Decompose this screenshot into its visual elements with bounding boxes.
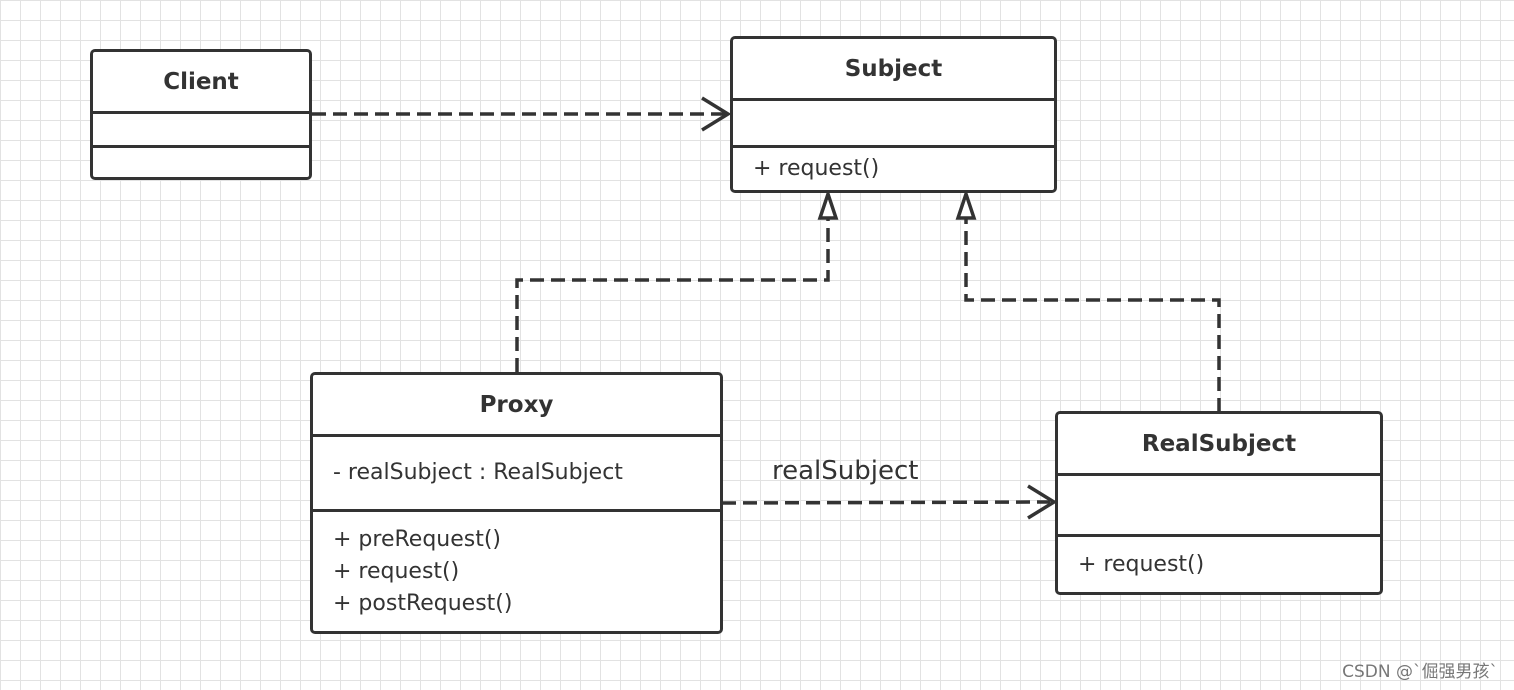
methods-section: + preRequest() + request() + postRequest… — [313, 512, 720, 631]
class-name: Proxy — [313, 375, 720, 437]
methods-section: + request() — [1058, 537, 1380, 592]
class-client[interactable]: Client — [90, 49, 312, 180]
association-label: realSubject — [772, 456, 919, 486]
method: + preRequest() — [333, 526, 502, 552]
method: + request() — [753, 156, 880, 181]
class-name: Client — [93, 52, 309, 114]
attributes-section — [733, 101, 1054, 148]
methods-section — [93, 148, 309, 177]
attributes-section — [93, 114, 309, 148]
realsubject-subject-realization-line — [964, 218, 1221, 412]
class-subject[interactable]: Subject + request() — [730, 36, 1057, 193]
class-name: Subject — [733, 39, 1054, 101]
association-open-arrowhead — [1027, 484, 1058, 520]
attribute: - realSubject : RealSubject — [333, 460, 623, 485]
dependency-open-arrowhead — [701, 96, 732, 132]
class-name: RealSubject — [1058, 414, 1380, 476]
watermark: CSDN @`倔强男孩` — [1342, 662, 1498, 682]
methods-section: + request() — [733, 148, 1054, 190]
proxy-subject-realization-line — [515, 218, 830, 372]
class-realsubject[interactable]: RealSubject + request() — [1055, 411, 1383, 595]
realsubject-realization-triangle — [955, 188, 977, 220]
proxy-realsubject-association-line — [721, 500, 1051, 505]
method: + request() — [333, 558, 460, 584]
attributes-section: - realSubject : RealSubject — [313, 437, 720, 512]
attributes-section — [1058, 476, 1380, 537]
method: + postRequest() — [333, 590, 513, 616]
method: + request() — [1078, 551, 1205, 577]
class-proxy[interactable]: Proxy - realSubject : RealSubject + preR… — [310, 372, 723, 634]
proxy-realization-triangle — [817, 188, 839, 220]
